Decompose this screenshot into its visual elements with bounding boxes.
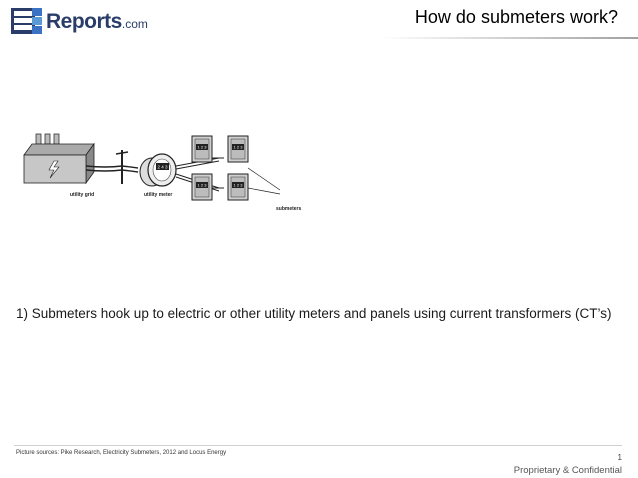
submeter-readout: 1 2 3 bbox=[234, 145, 244, 150]
submeter-readout: 1 2 3 bbox=[234, 183, 244, 188]
submeter-bottom-left: 1 2 3 bbox=[191, 173, 213, 201]
submeters-label: submeters bbox=[276, 206, 302, 212]
meter-readout: 2 4 3 bbox=[157, 165, 168, 170]
logo-wordmark-text: Reports bbox=[46, 10, 122, 33]
submeter-top-left: 1 2 3 bbox=[191, 135, 213, 163]
utility-meter-label: utility meter bbox=[144, 192, 172, 198]
picture-sources: Picture sources: Pike Research, Electric… bbox=[16, 450, 227, 456]
logo-mark-icon bbox=[11, 8, 42, 34]
bullet-point-1: 1) Submeters hook up to electric or othe… bbox=[16, 306, 612, 321]
submeter-top-right: 1 2 3 bbox=[227, 135, 249, 163]
submeter-readout: 1 2 3 bbox=[198, 183, 208, 188]
logo-suffix: .com bbox=[121, 17, 148, 31]
utility-grid-box bbox=[23, 133, 95, 185]
title-divider bbox=[380, 37, 638, 39]
utility-pole bbox=[115, 150, 129, 184]
lightning-icon bbox=[48, 160, 60, 179]
reports-logo: Reports.com bbox=[10, 6, 150, 36]
submeter-readout: 1 2 3 bbox=[198, 145, 208, 150]
logo-wordmark: Reports.com bbox=[46, 10, 148, 34]
confidential-notice: Proprietary & Confidential bbox=[513, 465, 622, 476]
submeter-diagram: 2 4 3 1 2 3 1 2 3 1 2 3 1 2 3 utility gr… bbox=[23, 133, 302, 212]
footer-divider bbox=[14, 445, 622, 446]
submeter-bottom-right: 1 2 3 bbox=[227, 173, 249, 201]
utility-meter: 2 4 3 bbox=[139, 153, 177, 187]
slide-title: How do submeters work? bbox=[414, 7, 618, 27]
page-number: 1 bbox=[617, 453, 622, 462]
utility-grid-label: utility grid bbox=[70, 192, 94, 198]
